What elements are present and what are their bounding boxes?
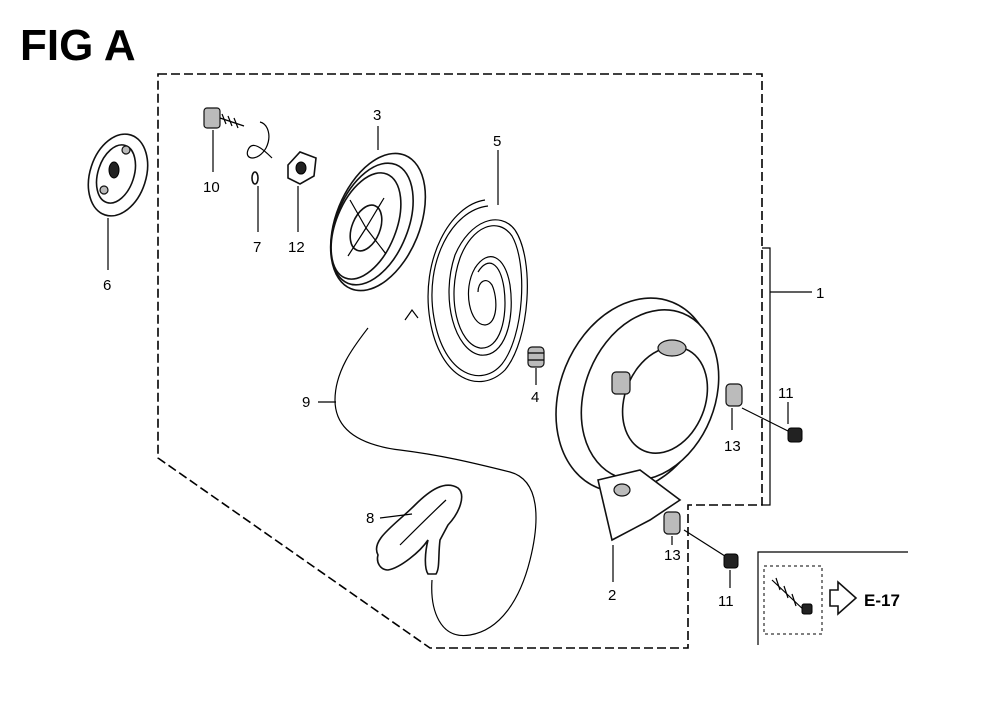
part-1-bracket bbox=[762, 247, 771, 506]
part-9-rope bbox=[334, 327, 537, 637]
part-10-bolt bbox=[203, 107, 245, 129]
callout-4: 4 bbox=[531, 389, 539, 406]
assembly-boundary bbox=[157, 73, 763, 649]
callout-13b: 13 bbox=[664, 547, 681, 564]
part-11-screw-lower bbox=[683, 529, 739, 569]
callout-1: 1 bbox=[816, 285, 824, 302]
part-2-starter-case bbox=[555, 297, 720, 542]
callout-10: 10 bbox=[203, 179, 220, 196]
part-5-spring bbox=[404, 199, 528, 383]
callout-6: 6 bbox=[103, 277, 111, 294]
callout-7: 7 bbox=[253, 239, 261, 256]
reference-label: E-17 bbox=[864, 591, 900, 610]
part-4-collar bbox=[527, 346, 545, 368]
part-8-grip bbox=[375, 484, 463, 575]
callout-13a: 13 bbox=[724, 438, 741, 455]
callout-11a: 11 bbox=[778, 385, 794, 402]
part-12-ratchet bbox=[287, 151, 317, 185]
part-6-disc bbox=[87, 133, 149, 217]
callout-5: 5 bbox=[493, 133, 501, 150]
part-7-hook bbox=[246, 121, 273, 185]
callout-11b: 11 bbox=[718, 593, 734, 610]
part-13-spacer-lower bbox=[663, 511, 681, 535]
part-11-screw-upper bbox=[741, 407, 803, 443]
callout-2: 2 bbox=[608, 587, 616, 604]
part-13-spacer-upper bbox=[725, 383, 743, 407]
callout-8: 8 bbox=[366, 510, 374, 527]
reference-inset: E-17 bbox=[757, 551, 908, 645]
callout-3: 3 bbox=[373, 107, 381, 124]
figure-title: FIG A bbox=[20, 21, 136, 70]
part-3-pulley bbox=[329, 152, 427, 292]
callout-9: 9 bbox=[302, 394, 310, 411]
arrow-right-icon bbox=[829, 580, 858, 616]
callout-12: 12 bbox=[288, 239, 305, 256]
